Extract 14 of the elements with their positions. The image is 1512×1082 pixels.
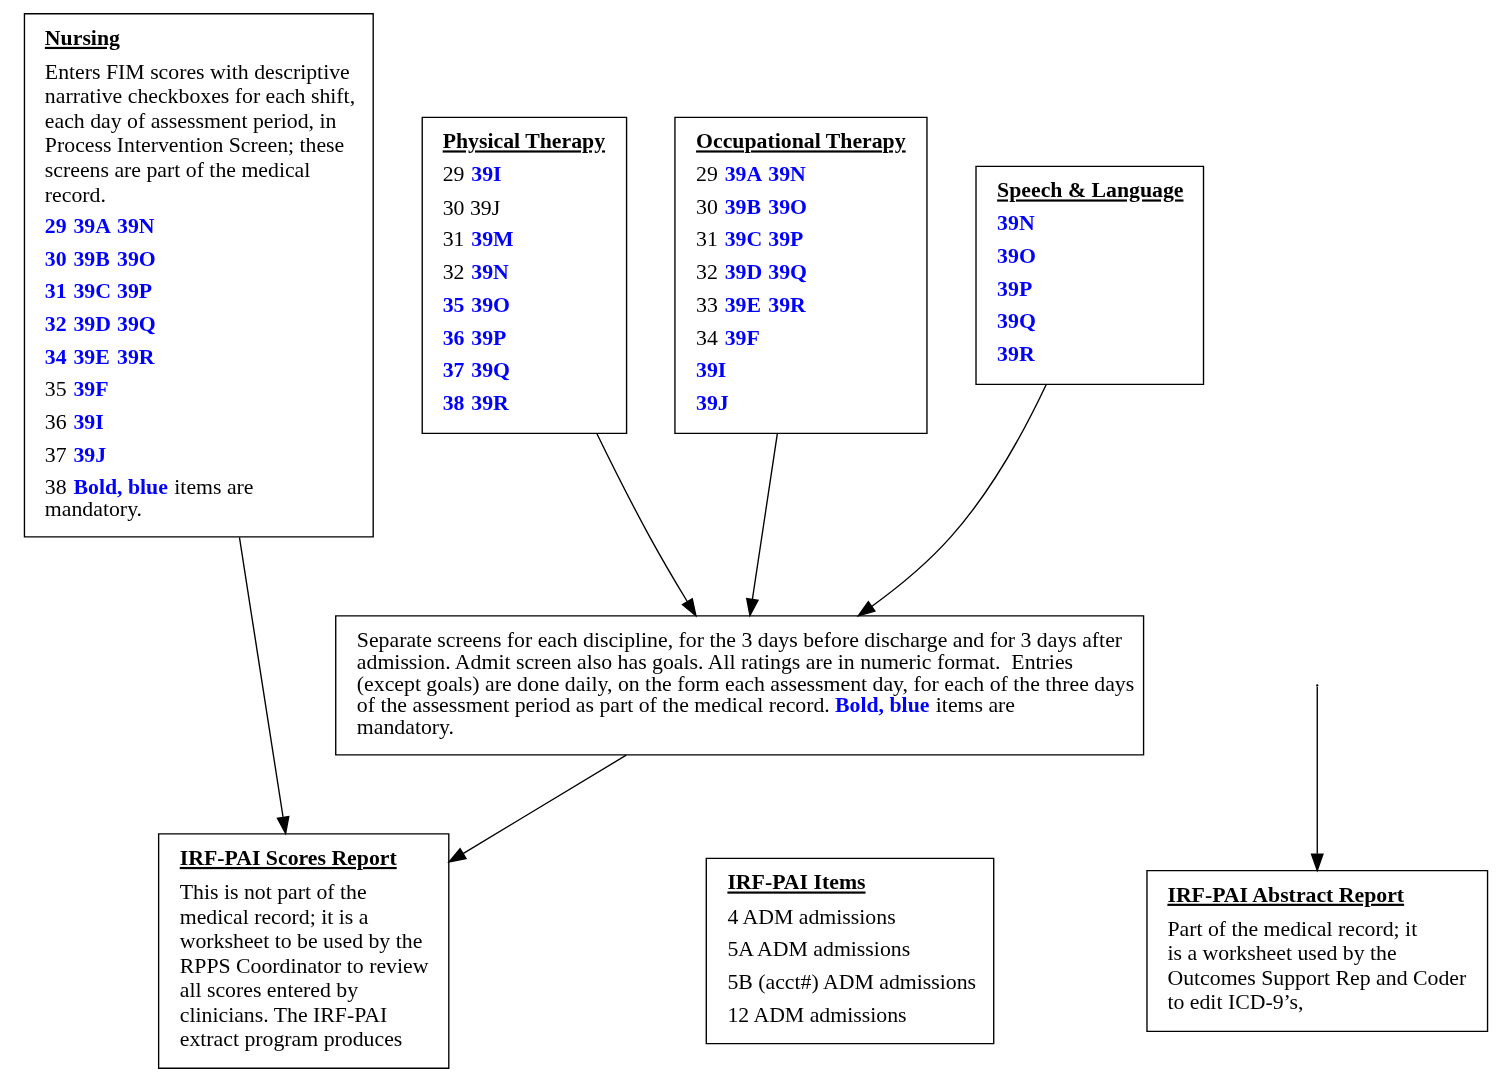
arrow bbox=[238, 536, 290, 836]
node-box: Speech & Language 39N 39O 39P 39Q 39R bbox=[975, 165, 1205, 385]
arrow bbox=[1310, 686, 1324, 873]
arrow bbox=[596, 432, 697, 618]
arrow bbox=[745, 432, 779, 618]
arrow bbox=[856, 383, 1047, 618]
node-box: IRF-PAI Items 4 ADM admissions 5A ADM admissions 5B (acct#) ADM admissions 12 ADM admissions bbox=[705, 857, 995, 1045]
node-box: IRF-PAI Abstract Report Part of the medical record; it is a worksheet used by the Outcomes Support Rep and Coder to edit ICD-9’s, bbox=[1146, 870, 1489, 1033]
node-box: Separate screens for each discipline, for the 3 days before discharge and for 3 days after admission. Admit screen also has goals. All ratings are in numeric format. Entries (except goals) are done daily, on the form each assessment day, for each of the three days of the assessment period as part of the medical record. Bold, blue items are mandatory. bbox=[335, 615, 1145, 756]
node-box: IRF-PAI Scores Report This is not part of the medical record; it is a worksheet to be used by the RPPS Coordinator to review all scores entered by clinicians. The IRF-PAI extract program produces bbox=[157, 833, 450, 1069]
node-box: Occupational Therapy 29 39A 39N 30 39B 39O 31 39C 39P 32 39D 39Q 33 39E 39R 34 39F 39I 39J bbox=[674, 116, 928, 435]
node-box: Physical Therapy 29 39I 30 39J 31 39M 32 39N 35 39O 36 39P 37 39Q 38 39R bbox=[421, 116, 628, 435]
node-box: Nursing Enters FIM scores with descriptive narrative checkboxes for each shift, each day of assessment period, in Process Intervention Screen; these screens are part of the medical record. 29 39A 39N 30 39B 39O 31 39C 39P 32 39D 39Q 34 39E 39R 35 39F 36 39I 37 39J 38 Bold, blue items are mandatory. bbox=[23, 13, 374, 538]
arrow bbox=[447, 754, 627, 864]
